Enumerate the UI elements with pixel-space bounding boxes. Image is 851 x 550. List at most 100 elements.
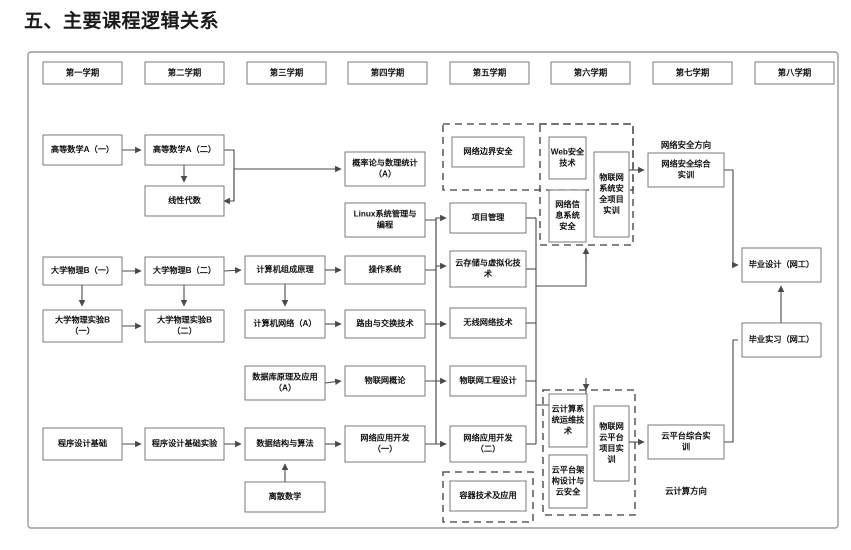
header-box	[42, 61, 123, 85]
page-title: 五、主要课程逻辑关系	[24, 11, 220, 32]
node-box	[449, 307, 527, 339]
node-label-line: 术	[483, 269, 493, 279]
course-node-webapp-1: 网络应用开发（一）	[344, 425, 426, 463]
node-label-line: 云平台综合实	[661, 431, 710, 441]
edge-layer	[78, 146, 785, 482]
edge-linear-algebra-to-probability	[224, 165, 342, 202]
node-box	[548, 454, 588, 509]
node-box	[244, 255, 326, 285]
direction-label-cloud-computing-direction: 云计算方向	[665, 486, 707, 496]
node-box	[449, 365, 527, 397]
course-node-graduation-intern: 毕业实习（网工）	[741, 322, 822, 358]
node-box	[144, 134, 225, 166]
edge-bus-right-up-to-sec-group	[536, 250, 587, 287]
header-label: 第七学期	[676, 68, 710, 78]
course-node-univ-phys-1: 大学物理B（一）	[42, 256, 123, 286]
node-box	[741, 247, 822, 283]
node-label-line: 高等数学A（一）	[51, 144, 114, 154]
dashed-group-layer	[442, 123, 636, 523]
header-label: 第一学期	[66, 68, 100, 78]
course-node-layer: 高等数学A（一）高等数学A（二）线性代数概率论与数理统计（A）Linux系统管理…	[42, 134, 822, 513]
node-label-line: 云平台	[599, 432, 624, 442]
node-box	[244, 481, 326, 513]
edge-adv-math-2-to-probability	[223, 149, 235, 205]
node-box	[647, 424, 725, 460]
node-box	[244, 427, 326, 461]
node-box	[344, 365, 426, 397]
node-label-line: 大学物理B（一）	[51, 265, 114, 275]
node-label-line: （A）	[274, 383, 296, 393]
course-node-univ-phys-2: 大学物理B（二）	[144, 256, 225, 286]
node-label-line: 训	[607, 454, 615, 464]
node-label-line: 网络应用开发	[463, 433, 513, 443]
node-label-line: 计算机网络（A）	[253, 318, 316, 328]
header-box	[246, 61, 327, 85]
node-label-line: 大学物理实验B	[157, 315, 212, 325]
node-label-line: 线性代数	[168, 195, 202, 205]
semester-header-sem7: 第七学期	[652, 61, 733, 85]
node-box	[449, 480, 527, 512]
node-label-line: 物联网	[599, 421, 624, 431]
header-label: 第五学期	[473, 68, 507, 78]
semester-header-sem1: 第一学期	[42, 61, 123, 85]
course-node-routing-sw: 路由与交换技术	[344, 309, 426, 339]
dashed-group-container-group	[442, 471, 534, 523]
course-node-proj-mgmt: 项目管理	[449, 202, 527, 234]
node-box	[42, 134, 123, 166]
node-box	[344, 151, 426, 187]
course-node-prog-basics: 程序设计基础	[42, 427, 123, 461]
semester-header-sem8: 第八学期	[754, 61, 835, 85]
node-label-line: 云平台架	[552, 465, 586, 475]
node-box	[344, 255, 426, 285]
course-node-graduation-design: 毕业设计（网工）	[741, 247, 822, 283]
node-box	[144, 309, 225, 343]
node-label-line: 毕业实习（网工）	[749, 334, 815, 344]
course-node-adv-math-2: 高等数学A（二）	[144, 134, 225, 166]
node-box	[449, 202, 527, 234]
node-box	[344, 309, 426, 339]
node-box	[244, 309, 326, 339]
node-label-line: 项目实	[599, 443, 624, 453]
course-node-probability: 概率论与数理统计（A）	[344, 151, 426, 187]
node-label-line: 无线网络技术	[462, 317, 513, 327]
node-box	[244, 365, 326, 401]
edge-db-principles-to-iot-intro	[324, 378, 342, 386]
node-label-line: Linux系统管理与	[354, 209, 417, 219]
course-node-wireless-net: 无线网络技术	[449, 307, 527, 339]
outer-frame-rect	[27, 51, 839, 529]
course-node-container-tech: 容器技术及应用	[449, 480, 527, 512]
node-label-line: 物联网	[599, 172, 624, 182]
header-box	[144, 61, 225, 85]
node-label-line: 训	[682, 442, 690, 452]
header-label: 第六学期	[574, 68, 608, 78]
node-label-line: 高等数学A（二）	[153, 144, 216, 154]
node-label-line: 安全	[559, 221, 576, 231]
node-label-line: 程序设计基础	[57, 438, 107, 448]
course-node-discrete-math: 离散数学	[244, 481, 326, 513]
node-label-line: 实训	[678, 170, 694, 180]
node-label-line: 息系统	[555, 210, 580, 220]
edge-univ-phys-2-to-comp-org	[223, 267, 242, 274]
node-box	[449, 250, 527, 288]
node-box	[449, 425, 527, 463]
node-label-line: 网络信	[555, 199, 580, 209]
semester-header-sem5: 第五学期	[449, 61, 530, 85]
node-label-line: 项目管理	[472, 212, 506, 222]
course-node-phys-lab-1: 大学物理实验B（一）	[42, 309, 123, 343]
node-label-line: 概率论与数理统计	[352, 158, 418, 168]
outer-frame	[27, 51, 839, 529]
course-node-comp-org: 计算机组成原理	[244, 255, 326, 285]
node-label-line: 毕业设计（网工）	[749, 259, 815, 269]
node-label-line: 网络安全综合	[661, 159, 711, 169]
course-node-os: 操作系统	[344, 255, 426, 285]
header-label: 第四学期	[371, 68, 405, 78]
course-node-webapp-2: 网络应用开发（二）	[449, 425, 527, 463]
node-box	[741, 322, 822, 358]
